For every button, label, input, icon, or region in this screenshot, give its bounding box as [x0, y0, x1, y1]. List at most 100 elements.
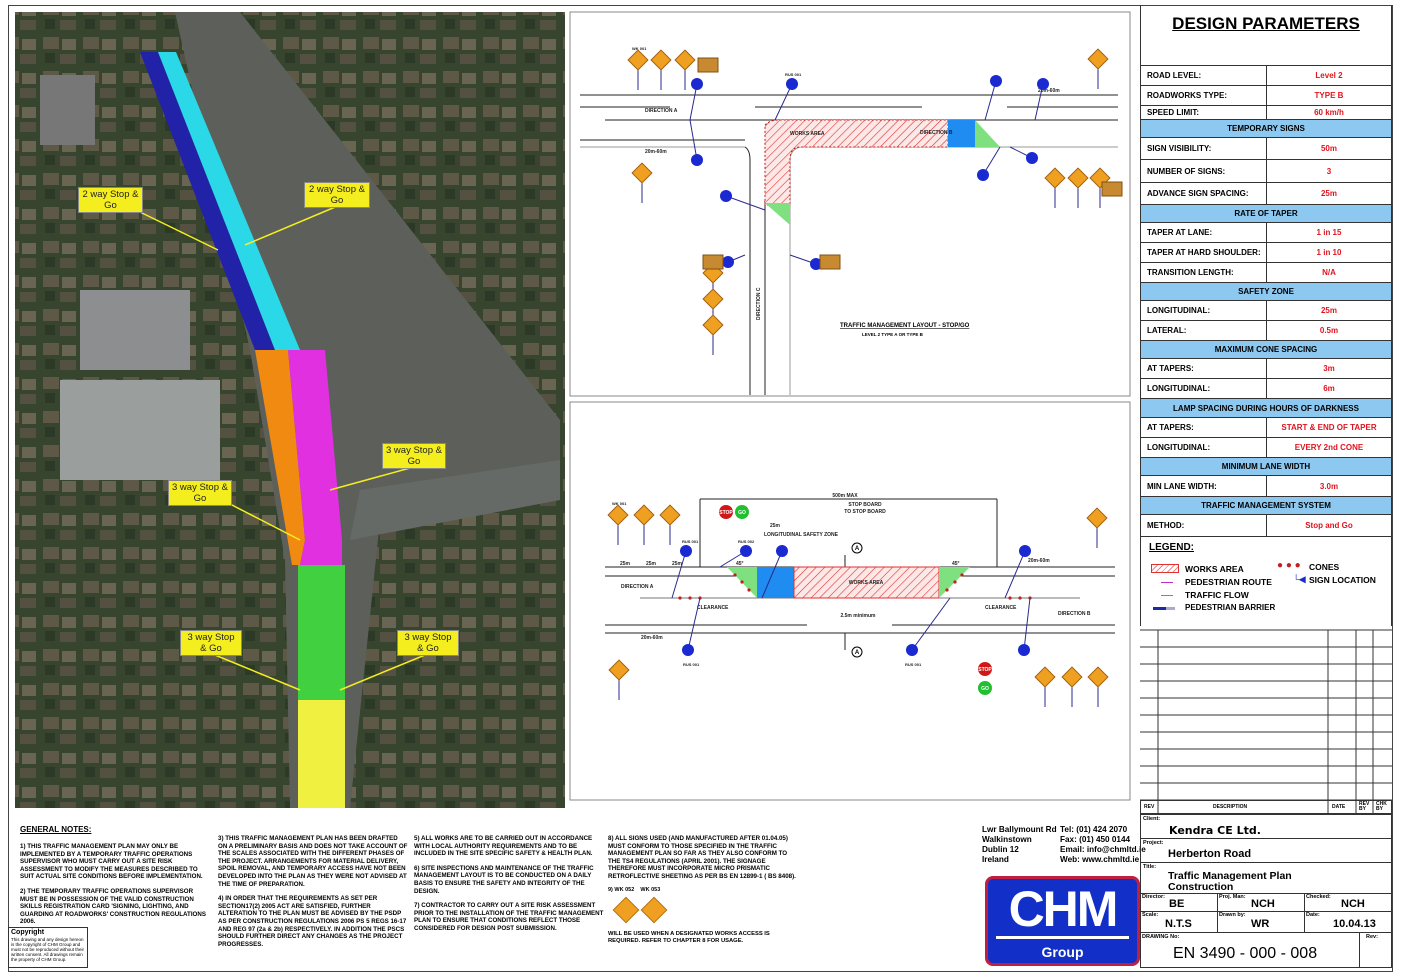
- direction-b-label: DIRECTION B: [1058, 611, 1091, 617]
- wk-053-sign-icon: [640, 896, 668, 924]
- design-parameters-title: DESIGN PARAMETERS: [1172, 14, 1360, 33]
- warning-sign-icon: [608, 659, 630, 681]
- warning-sign-icon: [650, 49, 672, 71]
- keep-left-sign-icon: [691, 78, 703, 90]
- callout-3-way-stop-go: 3 way Stop & Go: [382, 443, 446, 469]
- general-notes: GENERAL NOTES: 1) THIS TRAFFIC MANAGEMEN…: [20, 826, 796, 948]
- address-line: Lwr Ballymount Rd: [982, 825, 1057, 834]
- parameter-row: LONGITUDINAL:EVERY 2nd CONE: [1141, 437, 1391, 457]
- callout-3-way-stop-go: 3 way Stop & Go: [397, 630, 459, 656]
- warning-sign-icon: [631, 162, 653, 184]
- legend-pedestrian-route: PEDESTRIAN ROUTE: [1185, 577, 1272, 587]
- callout-2-way-stop-go: 2 way Stop & Go: [304, 182, 370, 208]
- note: 1) THIS TRAFFIC MANAGEMENT PLAN MAY ONLY…: [20, 843, 203, 881]
- stop-sign: STOP: [719, 510, 733, 516]
- parameter-value: 3: [1326, 166, 1332, 176]
- cones: [678, 573, 1032, 600]
- keep-left-sign-icon: [990, 75, 1002, 87]
- logo-subtext: Group: [1041, 944, 1084, 960]
- title-value: Construction: [1168, 881, 1234, 893]
- parameter-value: 6m: [1323, 384, 1335, 393]
- angle-label: 45°: [736, 561, 744, 567]
- stop-board-label: STOP BOARD: [848, 502, 882, 508]
- section-header: LAMP SPACING DURING HOURS OF DARKNESS: [1141, 398, 1391, 417]
- works-area-label: WORKS AREA: [790, 131, 825, 137]
- warning-sign-icon: [1034, 666, 1056, 688]
- taper-zone: [975, 120, 1000, 147]
- wk-052-053-signs: [612, 896, 668, 924]
- taper-zone: [765, 203, 790, 225]
- date-col: DATE: [1332, 804, 1346, 810]
- legend-sign-location: SIGN LOCATION: [1309, 575, 1376, 585]
- parameter-label: TAPER AT LANE:: [1141, 223, 1267, 242]
- distance-label: 20m-60m: [645, 149, 667, 155]
- parameter-row: TRANSITION LENGTH:N/A: [1141, 262, 1391, 282]
- building-roof: [40, 75, 95, 145]
- cones-icon: ● ● ●: [1277, 560, 1301, 571]
- spacing-label: 25m: [620, 561, 631, 567]
- warning-sign-icon: [1086, 507, 1108, 529]
- section-label: A: [855, 546, 860, 552]
- information-board-icon: [702, 254, 724, 270]
- parameter-value: TYPE B: [1314, 91, 1344, 100]
- drawing-frame: [8, 5, 1393, 972]
- sign-post: [1034, 83, 1044, 121]
- parameter-label: SIGN VISIBILITY:: [1141, 138, 1267, 159]
- direction-c-label: DIRECTION C: [756, 287, 762, 320]
- parameter-value: 60 km/h: [1314, 108, 1344, 117]
- warning-sign-icon: [702, 314, 724, 336]
- keep-left-sign-icon: [720, 190, 732, 202]
- keep-left-sign-icon: [682, 644, 694, 656]
- sign-code: WK 001: [632, 46, 647, 51]
- section-header: TEMPORARY SIGNS: [1141, 119, 1391, 137]
- sign-post: [774, 83, 793, 121]
- pedestrian-route-line: [1161, 582, 1173, 583]
- go-sign: GO: [738, 510, 746, 516]
- checked-label: Checked:: [1306, 894, 1331, 900]
- parameter-value: 1 in 10: [1316, 248, 1342, 257]
- warning-sign-icon: [1067, 167, 1089, 189]
- top-layout-panel: [569, 11, 1131, 397]
- revision-table: [1140, 629, 1392, 814]
- stop-sign: STOP: [978, 667, 992, 673]
- legend-title: LEGEND:: [1149, 542, 1194, 553]
- section-header: MINIMUM LANE WIDTH: [1141, 457, 1391, 475]
- sign-post: [1004, 550, 1026, 599]
- sign-post: [671, 550, 687, 599]
- sign-post: [687, 597, 701, 651]
- parameter-label: LONGITUDINAL:: [1141, 438, 1267, 457]
- rev-by-col: REV BY: [1359, 801, 1370, 812]
- safety-zone: [948, 120, 975, 147]
- warning-sign-icon: [627, 49, 649, 71]
- sign-code: RUS 002: [738, 539, 755, 544]
- parameter-value: Stop and Go: [1305, 521, 1353, 530]
- min-width-label: 2.5m minimum: [840, 613, 876, 619]
- project-label: Project:: [1143, 840, 1164, 846]
- information-board-icon: [819, 254, 841, 270]
- drawn-by-label: Drawn by:: [1219, 912, 1246, 918]
- chm-logo: CHM Group: [985, 876, 1140, 966]
- sign-location-icon: └◀: [1293, 574, 1306, 584]
- parameter-row: LATERAL:0.5m: [1141, 320, 1391, 340]
- section-label: A: [855, 650, 860, 656]
- contact-line: Tel: (01) 424 2070: [1060, 825, 1128, 834]
- parameter-row: SIGN VISIBILITY:50m: [1141, 137, 1391, 159]
- scale-value: N.T.S: [1165, 918, 1192, 930]
- section-marker: A A: [851, 542, 863, 658]
- parameter-row: LONGITUDINAL:6m: [1141, 378, 1391, 398]
- notes-column: 1) THIS TRAFFIC MANAGEMENT PLAN MAY ONLY…: [20, 843, 210, 933]
- parameter-row: AT TAPERS:START & END OF TAPER: [1141, 417, 1391, 437]
- parameter-value: N/A: [1322, 268, 1336, 277]
- keep-left-sign-icon: [1037, 78, 1049, 90]
- sign-post: [1023, 597, 1031, 651]
- rev-label: Rev:: [1366, 934, 1378, 940]
- strip-yellow: [298, 700, 345, 808]
- parameter-row: SPEED LIMIT:60 km/h: [1141, 105, 1391, 119]
- information-board-icon: [697, 57, 719, 73]
- director-value: BE: [1169, 898, 1185, 910]
- parameter-value: Level 2: [1315, 71, 1343, 80]
- proj-man-label: Proj. Man:: [1219, 894, 1246, 900]
